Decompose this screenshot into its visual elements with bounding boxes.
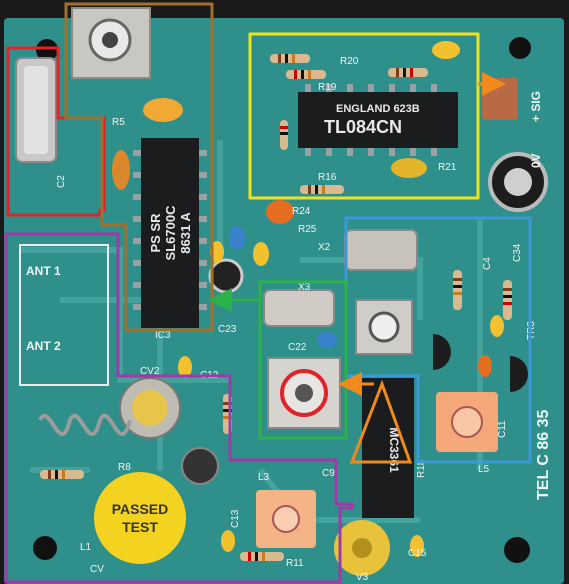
silk-r16: R16 <box>318 172 337 183</box>
silk-v3: V3 <box>356 572 369 583</box>
silk-r11: R11 <box>286 558 304 569</box>
inductor-5mh <box>181 447 219 485</box>
silk-cv: CV <box>90 564 104 575</box>
silk-r19: R19 <box>318 82 337 93</box>
silk-ant1: ANT 1 <box>26 264 61 278</box>
silk-zero-v: 0V <box>529 153 543 168</box>
electrolytic-cap-c23 <box>208 258 244 294</box>
highlight-green <box>258 280 348 440</box>
transistor-tr3 <box>510 356 528 392</box>
highlight-overlays <box>4 2 532 584</box>
silk-ant2: ANT 2 <box>26 339 61 353</box>
op-amp-line1: ENGLAND 623B <box>336 103 420 115</box>
silk-l5: L5 <box>478 464 490 475</box>
highlight-yellow <box>248 32 480 200</box>
highlight-brown <box>64 2 214 332</box>
silk-c4: C4 <box>482 257 493 270</box>
highlight-purple <box>4 232 354 584</box>
silk-c15: C15 <box>408 548 427 559</box>
ic-main-line1: PS SR <box>148 213 163 253</box>
highlight-orange-triangle <box>349 379 413 464</box>
silk-c34: C34 <box>512 243 523 262</box>
air-coil-l1 <box>38 413 132 437</box>
silk-r5: R5 <box>112 117 125 128</box>
silk-r20: R20 <box>340 56 359 67</box>
sticker-line1: PASSED <box>112 501 169 517</box>
silk-ic3: IC3 <box>155 330 171 341</box>
small-capacitors <box>112 41 504 557</box>
silk-l3: L3 <box>258 472 270 483</box>
silk-c13: C13 <box>230 509 241 528</box>
antenna-silk-outline <box>19 244 109 386</box>
sticker-line2: TEST <box>122 519 158 535</box>
transistor-tr1 <box>433 334 451 370</box>
silk-c11: C11 <box>497 420 508 438</box>
silk-x3: X3 <box>298 282 311 293</box>
silk-c2: C2 <box>56 175 67 188</box>
silk-r21: R21 <box>438 162 457 173</box>
silk-c22: C22 <box>288 342 307 353</box>
silk-c23: C23 <box>218 324 237 335</box>
silk-r18: R18 <box>416 459 427 478</box>
silk-l1: L1 <box>80 542 92 553</box>
ic-sl6700c <box>141 138 199 328</box>
silk-r24: R24 <box>292 206 311 217</box>
ic-main-line3: 8631 A <box>178 212 193 254</box>
passed-test-sticker <box>94 472 186 564</box>
silk-cv2: CV2 <box>140 366 160 377</box>
ic-tl084cn <box>298 92 458 148</box>
crystal-x2 <box>344 229 418 271</box>
mounting-holes <box>33 37 531 563</box>
resistors <box>40 54 512 561</box>
ic-main-line2: SL6700C <box>163 205 178 261</box>
silk-sig: + SIG <box>529 91 543 122</box>
op-amp-line2: TL084CN <box>324 117 402 137</box>
silk-x2: X2 <box>318 242 331 253</box>
silk-r25: R25 <box>298 224 317 235</box>
silk-r8: R8 <box>118 462 131 473</box>
silk-c9: C9 <box>322 468 335 479</box>
crystal-x3 <box>263 289 335 327</box>
silk-tel-ref: TEL C 86 35 <box>535 409 552 500</box>
highlight-red <box>6 46 106 217</box>
